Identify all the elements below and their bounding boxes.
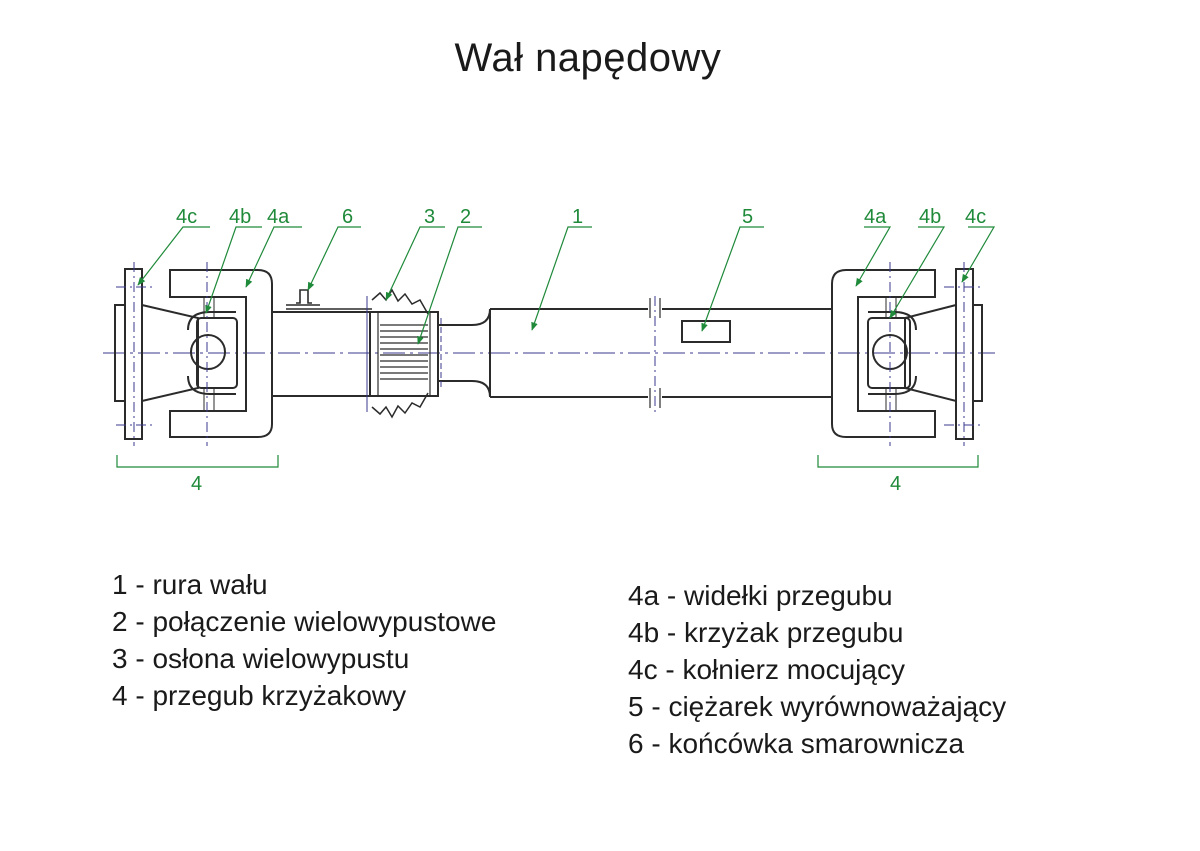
legend-item: 6 - końcówka smarownicza <box>628 728 965 759</box>
callout-4a-left: 4a <box>267 206 290 228</box>
right-flange <box>955 268 974 440</box>
callout-1: 1 <box>572 206 583 228</box>
left-flange-boss <box>114 304 126 402</box>
right-flange-boss <box>972 304 983 402</box>
right-yoke-4a <box>831 269 936 438</box>
right-cross-4b <box>867 317 911 389</box>
legend-item: 1 - rura wału <box>112 569 268 600</box>
callout-4b-left: 4b <box>229 206 251 228</box>
callout-4c-left: 4c <box>176 206 197 228</box>
legend-item: 5 - ciężarek wyrównoważający <box>628 691 1007 722</box>
dimension-4-right: 4 <box>890 473 901 495</box>
spline-sleeve <box>271 311 371 397</box>
balance-weight <box>681 320 731 343</box>
shaft-body <box>271 289 832 408</box>
legend-left: 1 - rura wału 2 - połączenie wielowypust… <box>112 566 496 714</box>
left-flange <box>124 268 143 440</box>
callout-4a-right: 4a <box>864 206 887 228</box>
callout-6: 6 <box>342 206 353 228</box>
legend-item: 4c - kołnierz mocujący <box>628 654 905 685</box>
callout-labels: 4c 4b 4a 6 3 2 1 5 4a 4b 4c <box>176 206 986 228</box>
spline-teeth <box>380 324 428 380</box>
left-yoke-4a <box>169 269 273 438</box>
callout-4c-right: 4c <box>965 206 986 228</box>
left-universal-joint <box>114 268 273 440</box>
spline-boot <box>371 288 429 419</box>
legend-item: 3 - osłona wielowypustu <box>112 643 410 674</box>
grease-nipple <box>296 289 312 304</box>
diagram-title: Wał napędowy <box>454 36 722 80</box>
legend-item: 2 - połączenie wielowypustowe <box>112 606 497 637</box>
left-cross-pin <box>190 334 226 370</box>
dimension-brackets <box>116 455 979 468</box>
callout-leaders <box>137 226 996 345</box>
callout-5: 5 <box>742 206 753 228</box>
left-cross-4b <box>196 317 238 389</box>
legend-item: 4b - krzyżak przegubu <box>628 617 904 648</box>
callout-4b-right: 4b <box>919 206 941 228</box>
legend-item: 4a - widełki przegubu <box>628 580 893 611</box>
dimension-4-left: 4 <box>191 473 202 495</box>
spline-hub <box>369 311 439 397</box>
callout-3: 3 <box>424 206 435 228</box>
legend-right: 4a - widełki przegubu 4b - krzyżak przeg… <box>628 577 1006 762</box>
callout-2: 2 <box>460 206 471 228</box>
legend-item: 4 - przegub krzyżakowy <box>112 680 407 711</box>
right-universal-joint <box>831 268 983 440</box>
